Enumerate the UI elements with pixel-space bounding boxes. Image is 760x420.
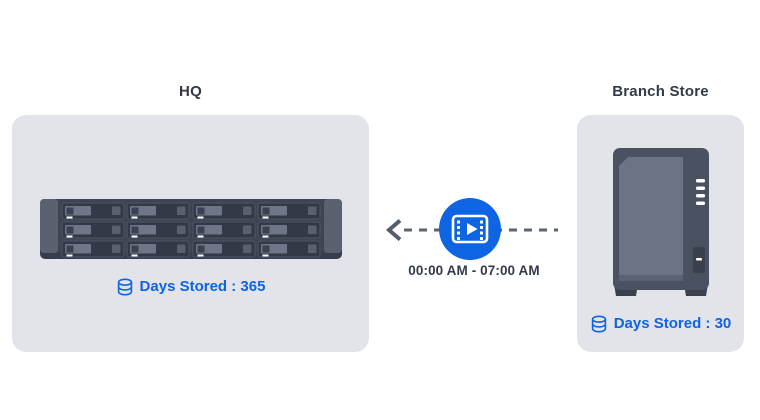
database-icon	[591, 314, 606, 333]
rackmount-nas-illustration	[40, 199, 342, 259]
video-transfer-badge	[439, 198, 501, 260]
branch-days-stored-label: Days Stored : 30	[613, 315, 732, 332]
transfer-schedule: 00:00 AM - 07:00 AM	[408, 263, 540, 278]
hq-days-stored: Days Stored : 365	[12, 277, 369, 297]
arrowhead-left-icon	[385, 218, 402, 242]
video-film-icon	[451, 214, 489, 244]
hq-title: HQ	[179, 83, 202, 100]
database-icon	[117, 277, 132, 296]
tower-nas-illustration	[613, 148, 709, 296]
branch-store-title: Branch Store	[612, 83, 709, 100]
hq-days-stored-label: Days Stored : 365	[139, 278, 266, 295]
branch-days-stored: Days Stored : 30	[577, 314, 744, 334]
